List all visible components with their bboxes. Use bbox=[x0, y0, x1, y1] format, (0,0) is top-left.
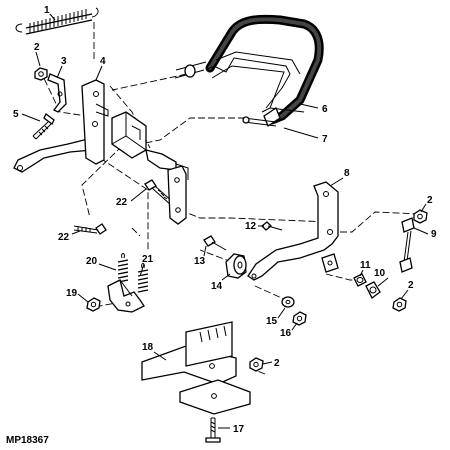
callout-2: 2 bbox=[427, 195, 433, 206]
leader-20 bbox=[98, 263, 117, 271]
leader-4 bbox=[95, 65, 103, 81]
nut bbox=[392, 297, 407, 312]
torsion-spring bbox=[137, 263, 149, 293]
height-bracket bbox=[141, 321, 251, 415]
leader-6 bbox=[299, 103, 319, 109]
leader-13 bbox=[203, 245, 207, 257]
hex-bolt bbox=[261, 221, 283, 231]
bolt bbox=[32, 113, 55, 140]
leader-19 bbox=[77, 293, 89, 303]
leader-2 bbox=[35, 51, 41, 67]
callout-2: 2 bbox=[408, 280, 414, 291]
callout-16: 16 bbox=[280, 328, 292, 339]
control-housing bbox=[111, 111, 177, 171]
extension-spring bbox=[15, 7, 99, 35]
pedal-bracket bbox=[107, 279, 145, 313]
nut bbox=[413, 209, 428, 224]
callout-1: 1 bbox=[44, 5, 50, 16]
leader-16 bbox=[291, 322, 298, 331]
leader-15 bbox=[277, 307, 286, 319]
callout-3: 3 bbox=[61, 56, 67, 67]
leader-10 bbox=[377, 277, 389, 287]
leader-21 bbox=[139, 263, 145, 277]
callout-20: 20 bbox=[86, 256, 98, 267]
guide-line bbox=[179, 209, 331, 223]
return-spring bbox=[117, 253, 129, 283]
callout-11: 11 bbox=[360, 260, 371, 271]
leader-22 bbox=[71, 230, 81, 235]
nut bbox=[292, 311, 307, 326]
control-rod bbox=[242, 116, 277, 127]
callout-22: 22 bbox=[116, 197, 128, 208]
callout-7: 7 bbox=[322, 134, 328, 145]
callout-10: 10 bbox=[374, 268, 386, 279]
guide-line bbox=[111, 71, 197, 91]
guide-line bbox=[254, 285, 287, 301]
callout-4: 4 bbox=[100, 56, 106, 67]
callout-9: 9 bbox=[431, 229, 437, 240]
guide-line bbox=[199, 249, 233, 263]
leader-3 bbox=[56, 65, 63, 79]
pivot-plate bbox=[81, 79, 109, 165]
leader-1 bbox=[49, 13, 56, 21]
callout-19: 19 bbox=[66, 288, 78, 299]
callout-18: 18 bbox=[142, 342, 154, 353]
nut bbox=[86, 297, 101, 312]
leader-22 bbox=[130, 188, 147, 202]
callout-8: 8 bbox=[344, 168, 350, 179]
cap-screw bbox=[73, 223, 107, 235]
callout-5: 5 bbox=[13, 109, 19, 120]
leader-11 bbox=[359, 269, 364, 277]
mounting-plate bbox=[167, 163, 189, 225]
callout-14: 14 bbox=[211, 281, 223, 292]
nut bbox=[34, 67, 48, 81]
callout-12: 12 bbox=[245, 221, 257, 232]
callout-2: 2 bbox=[274, 358, 280, 369]
carriage-bolt bbox=[205, 417, 221, 443]
leader-2 bbox=[400, 289, 409, 300]
leader-2 bbox=[262, 361, 273, 365]
callout-17: 17 bbox=[233, 424, 245, 435]
screw bbox=[203, 235, 227, 251]
handle bbox=[174, 14, 324, 127]
upright-lever bbox=[247, 181, 339, 281]
leader-9 bbox=[413, 227, 429, 235]
washer bbox=[281, 296, 295, 308]
callout-13: 13 bbox=[194, 256, 206, 267]
leader-14 bbox=[221, 273, 231, 281]
spacer bbox=[365, 281, 381, 299]
bracket bbox=[47, 73, 67, 113]
callout-6: 6 bbox=[322, 104, 328, 115]
leader-5 bbox=[21, 113, 41, 122]
leader-7 bbox=[283, 127, 319, 139]
callout-2: 2 bbox=[34, 42, 40, 53]
leader-8 bbox=[329, 177, 344, 187]
diagram-code: MP18367 bbox=[6, 435, 49, 446]
callout-22: 22 bbox=[58, 232, 70, 243]
callout-15: 15 bbox=[266, 316, 278, 327]
link-rod bbox=[399, 217, 415, 273]
callout-21: 21 bbox=[142, 254, 154, 265]
leader-18 bbox=[153, 351, 167, 361]
leader-2 bbox=[420, 203, 427, 213]
bushing bbox=[353, 273, 367, 287]
nut bbox=[249, 357, 264, 372]
roller bbox=[225, 253, 247, 279]
guide-line bbox=[131, 227, 141, 237]
